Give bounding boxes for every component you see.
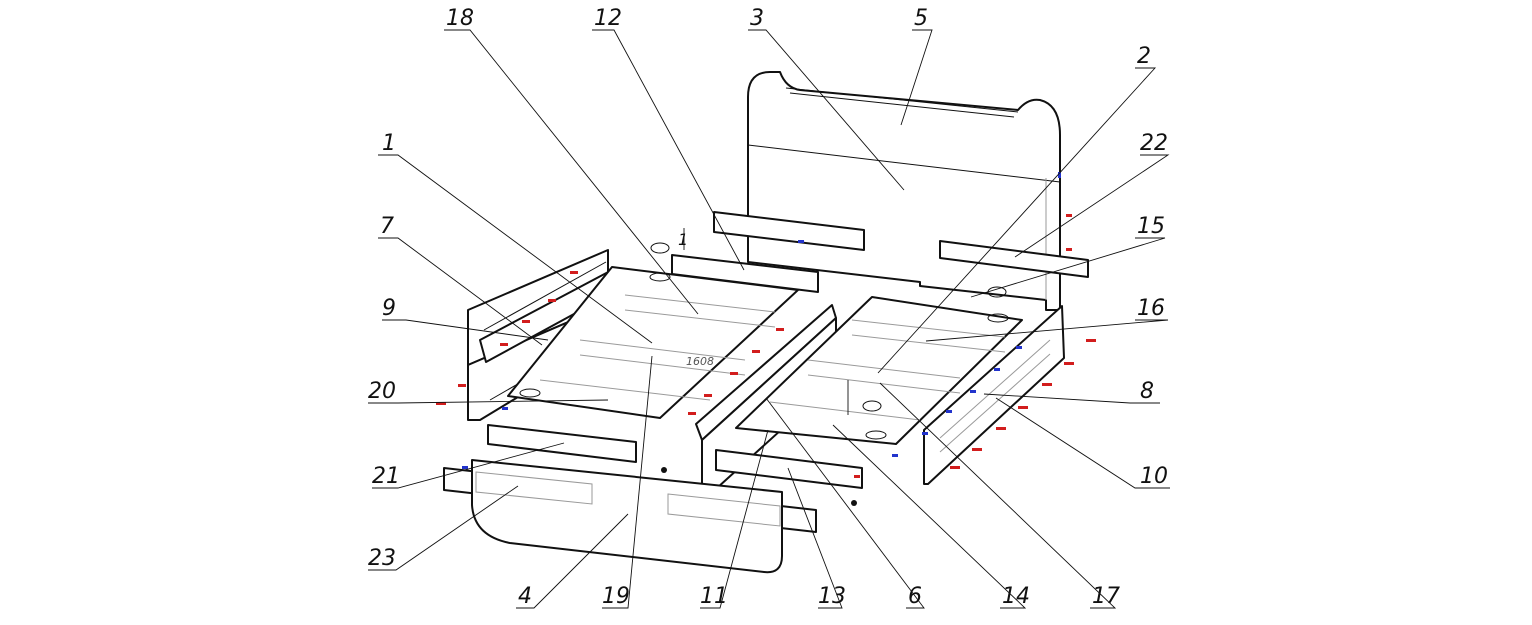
callout-22: 22 [1140, 131, 1168, 156]
callout-3: 3 [750, 6, 764, 31]
callout-1: 1 [382, 131, 396, 156]
callout-7: 7 [380, 214, 394, 239]
leader-lines [368, 29, 1170, 609]
callout-14: 14 [1002, 584, 1030, 609]
callout-10: 10 [1140, 464, 1168, 489]
callout-4: 4 [518, 584, 532, 609]
footboard [471, 459, 783, 574]
callout-19: 19 [602, 584, 630, 609]
callout-17: 17 [1092, 584, 1120, 609]
left-bed-panel [507, 242, 799, 419]
callout-11: 11 [700, 584, 728, 609]
callout-12: 12 [594, 6, 622, 31]
callout-15: 15 [1137, 214, 1165, 239]
callout-6: 6 [908, 584, 922, 609]
callout-2: 2 [1137, 44, 1151, 69]
callout-21: 21 [372, 464, 400, 489]
callout-9: 9 [382, 296, 396, 321]
callout-8: 8 [1140, 379, 1154, 404]
callout-20: 20 [368, 379, 396, 404]
callout-18: 18 [446, 6, 474, 31]
rail-bar-12 [713, 211, 865, 251]
callout-13: 13 [818, 584, 846, 609]
dimension-label: 1608 [686, 355, 714, 368]
right-bed-panel [735, 286, 1023, 445]
callout-labels: 18 12 3 5 2 22 15 16 8 10 17 14 6 13 11 … [368, 6, 1168, 609]
rail-bar-13 [715, 449, 863, 489]
callout-5: 5 [914, 6, 928, 31]
rail-bar-22 [939, 240, 1089, 278]
fastener-markers [436, 172, 1096, 506]
callout-23: 23 [368, 546, 396, 571]
callout-extra-1: 1 [678, 230, 688, 249]
top-rail-left [671, 254, 819, 293]
callout-16: 16 [1137, 296, 1165, 321]
